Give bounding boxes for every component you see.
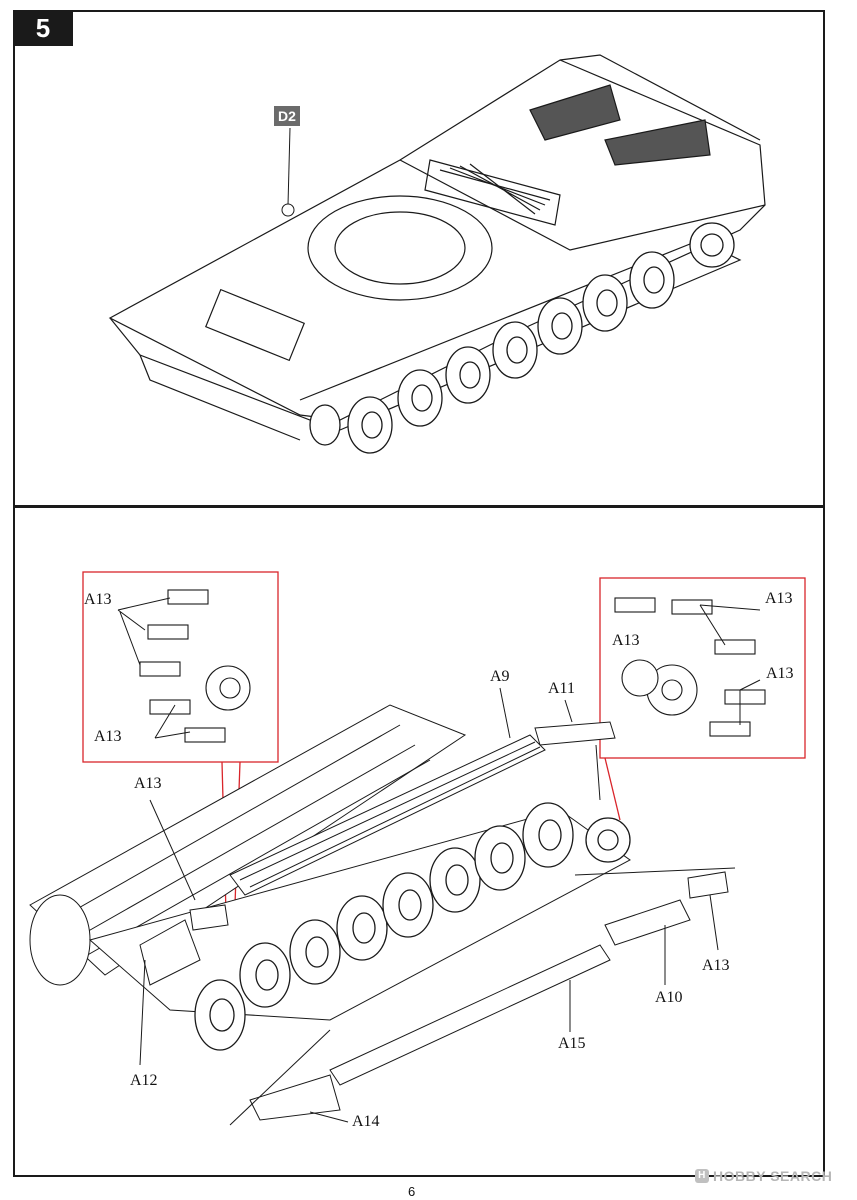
callout-a10: A10 [655,989,683,1006]
callout-a12: A12 [130,1072,158,1089]
part-tag-d2: D2 [274,106,300,126]
watermark-text: HOBBY SEARCH [713,1168,833,1184]
step-panel-top [13,10,825,507]
a10-section [604,899,691,946]
callout-a13-left: A13 [134,775,162,792]
step-panel-bottom [13,507,825,1177]
callout-a15: A15 [558,1035,586,1052]
callout-a11: A11 [548,680,575,697]
page-number: 6 [408,1184,416,1199]
a13-lower-part [687,871,729,899]
detail-box-idler [82,571,279,763]
detail-box-sprocket [599,577,806,759]
callout-a13-right-mid: A13 [766,665,794,682]
callout-a13-lower-right: A13 [702,957,730,974]
step-number-badge: 5 [13,10,73,46]
a12-section [139,919,201,986]
a14-section [249,1074,341,1121]
callout-a13-right-left: A13 [612,632,640,649]
callout-a13-right-top: A13 [765,590,793,607]
callout-a14: A14 [352,1113,380,1130]
callout-a9: A9 [490,668,510,685]
a15-section [329,944,611,1086]
callout-a13-mid-left: A13 [94,728,122,745]
callout-a13-top-left: A13 [84,591,112,608]
hobby-search-watermark: H HOBBY SEARCH [695,1168,832,1184]
hobby-search-logo-icon: H [695,1169,709,1183]
